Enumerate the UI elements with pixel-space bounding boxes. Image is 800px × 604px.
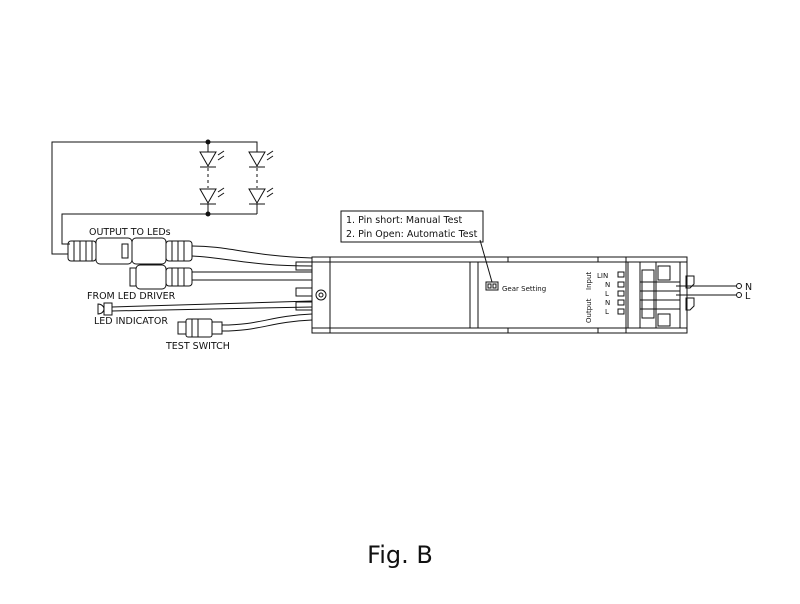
mains-label-n: N [745, 282, 752, 293]
led-3-icon [199, 187, 225, 205]
label-input: Input [585, 272, 593, 290]
figure-caption: Fig. B [367, 541, 433, 569]
note-line-2: 2. Pin Open: Automatic Test [346, 229, 478, 240]
note-box [340, 210, 484, 243]
terminal-label-n2: N [605, 299, 610, 307]
terminal-label-lin: LIN [597, 272, 608, 280]
label-output-to-leds: OUTPUT TO LEDs [89, 227, 171, 238]
note-line-1: 1. Pin short: Manual Test [346, 215, 462, 226]
terminal-label-l2: L [605, 308, 609, 316]
led-4-icon [248, 187, 274, 205]
gear-setting-jumper-icon [485, 281, 499, 291]
driver-connector [129, 264, 193, 290]
mains-label-l: L [745, 291, 751, 302]
led-2-icon [248, 150, 274, 168]
terminal-label-n1: N [605, 281, 610, 289]
label-test-switch: TEST SWITCH [165, 341, 230, 352]
terminal-label-l1: L [605, 290, 609, 298]
label-led-indicator: LED INDICATOR [94, 316, 168, 327]
led-1-icon [199, 150, 225, 168]
output-connector [67, 237, 193, 265]
label-from-led-driver: FROM LED DRIVER [87, 291, 176, 302]
led-array [51, 139, 258, 255]
led-indicator-icon [97, 300, 313, 316]
test-switch-icon [177, 313, 313, 338]
label-gear-setting: Gear Setting [502, 285, 546, 293]
label-output: Output [585, 298, 593, 323]
